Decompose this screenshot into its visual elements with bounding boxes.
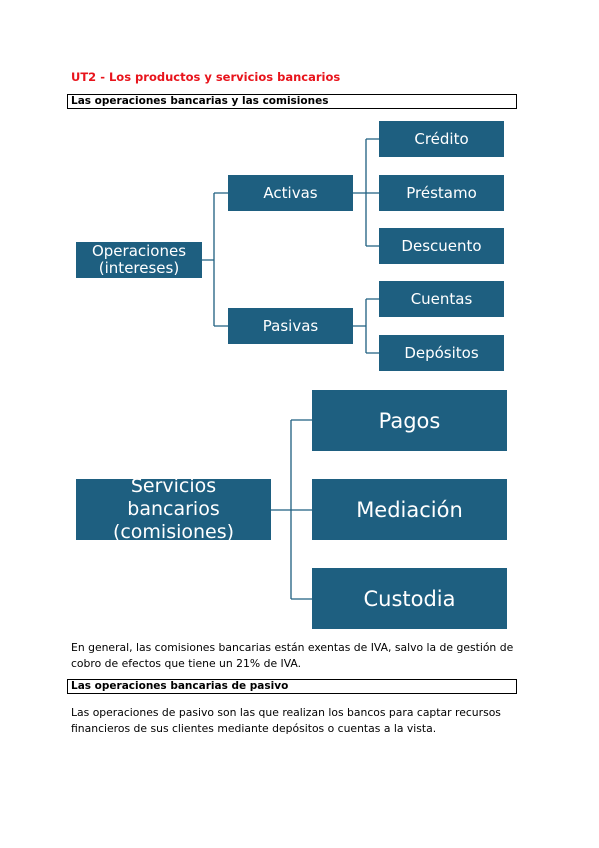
node-pagos: Pagos	[312, 390, 507, 451]
connector-servicios-to-items	[271, 419, 312, 600]
node-cuentas: Cuentas	[379, 281, 504, 317]
node-prestamo: Préstamo	[379, 175, 504, 211]
node-servicios-bancarios: Servicios bancarios (comisiones)	[76, 479, 271, 540]
connector-pasivas-to-items	[353, 298, 379, 354]
node-credito: Crédito	[379, 121, 504, 157]
node-mediacion: Mediación	[312, 479, 507, 540]
node-activas: Activas	[228, 175, 353, 211]
section-heading-pasivo: Las operaciones bancarias de pasivo	[67, 679, 517, 694]
node-pasivas: Pasivas	[228, 308, 353, 344]
connector-activas-to-items	[353, 138, 379, 247]
node-operaciones: Operaciones (intereses)	[76, 242, 202, 278]
connector-root-to-types	[202, 192, 228, 327]
node-descuento: Descuento	[379, 228, 504, 264]
node-custodia: Custodia	[312, 568, 507, 629]
node-depositos: Depósitos	[379, 335, 504, 371]
document-title: UT2 - Los productos y servicios bancario…	[71, 70, 341, 84]
paragraph-iva: En general, las comisiones bancarias est…	[71, 641, 514, 670]
paragraph-pasivo: Las operaciones de pasivo son las que re…	[71, 706, 501, 735]
section-heading-operaciones: Las operaciones bancarias y las comision…	[67, 94, 517, 109]
